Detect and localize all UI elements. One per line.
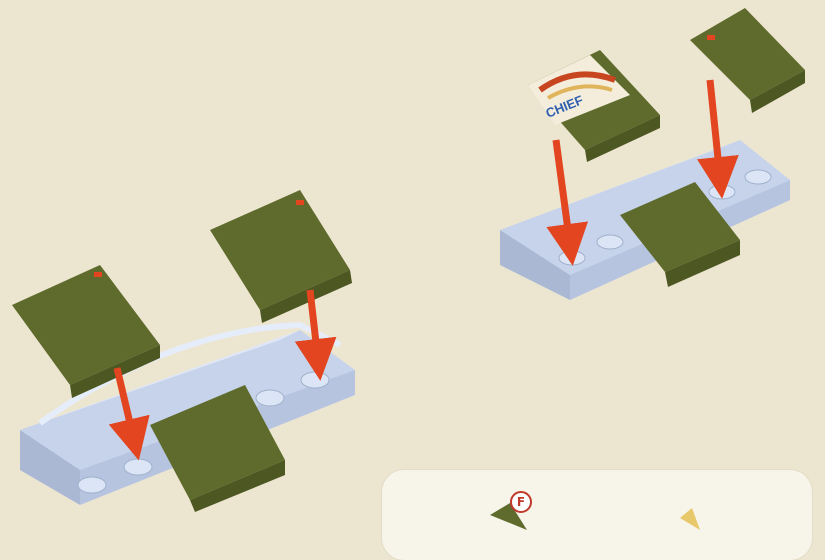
right-assembly: CHIEF — [500, 8, 805, 300]
stud — [597, 235, 623, 249]
tile-notch — [94, 272, 102, 277]
stud — [709, 185, 735, 199]
tile-notch — [707, 35, 715, 40]
printed-chief-tile: CHIEF — [528, 50, 660, 162]
stud — [559, 251, 585, 265]
left-assembly — [12, 190, 355, 512]
callout-preview — [382, 470, 812, 560]
sub-assembly-callout — [382, 470, 812, 560]
right-floating-tile — [690, 8, 805, 113]
left-floating-tile-1 — [12, 265, 160, 398]
stud — [256, 390, 284, 406]
left-floating-tile-2 — [210, 190, 352, 323]
stud — [745, 170, 771, 184]
tile-notch — [296, 200, 304, 205]
stud — [78, 477, 106, 493]
stud — [301, 372, 329, 388]
assembly-instructions-scene: CHIEF — [0, 0, 825, 542]
stud — [124, 459, 152, 475]
step-marker-badge: F — [510, 491, 532, 513]
